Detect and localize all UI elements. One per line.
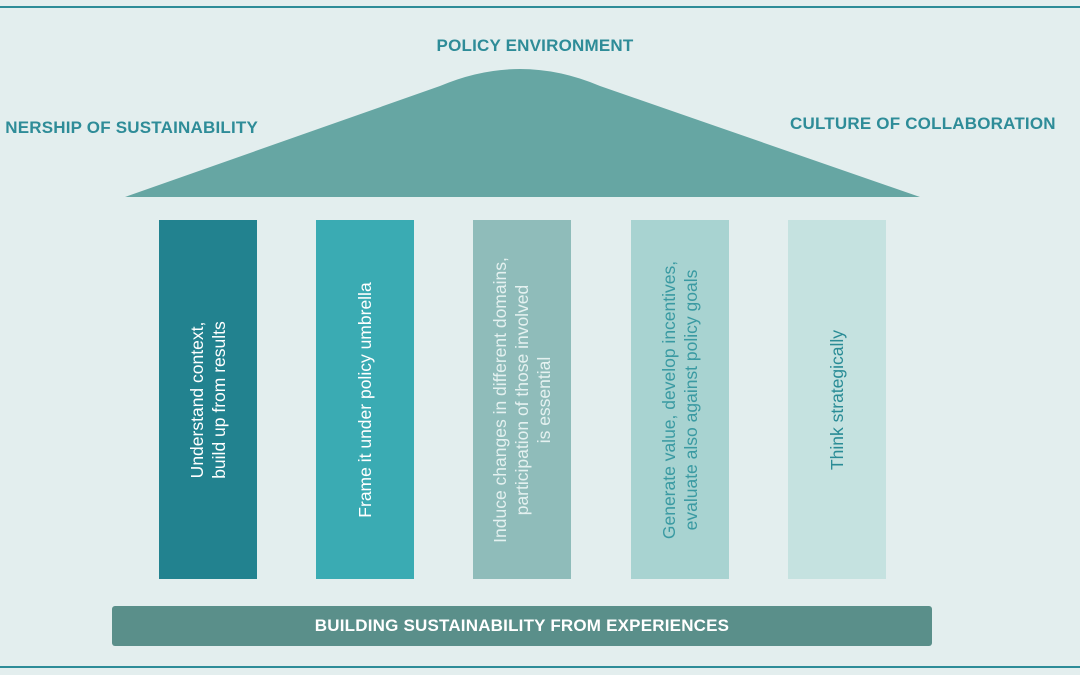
policy-environment-label: POLICY ENVIRONMENT [436,36,634,55]
base-label: BUILDING SUSTAINABILITY FROM EXPERIENCES [314,616,730,635]
base-foundation: BUILDING SUSTAINABILITY FROM EXPERIENCES [112,606,932,646]
pillar-4: Generate value, develop incentives, eval… [631,220,729,579]
roof-shape [125,69,920,197]
pillar-3: Induce changes in different domains, par… [473,220,571,579]
pillar-5: Think strategically [788,220,886,579]
pillar-3-text: Induce changes in different domains, par… [490,256,554,543]
culture-label: CULTURE OF COLLABORATION [790,114,1056,133]
pillar-5-text: Think strategically [827,329,847,470]
pillar-2-text: Frame it under policy umbrella [355,281,375,518]
pillar-1: Understand context, build up from result… [159,220,257,579]
pillar-4-text: Generate value, develop incentives, eval… [659,260,701,539]
pillar-1-text: Understand context, build up from result… [187,320,229,479]
roof-pediment [125,69,920,197]
pillar-2: Frame it under policy umbrella [316,220,414,579]
ownership-label: NERSHIP OF SUSTAINABILITY [5,118,258,137]
top-rule [0,6,1080,8]
bottom-rule [0,666,1080,668]
